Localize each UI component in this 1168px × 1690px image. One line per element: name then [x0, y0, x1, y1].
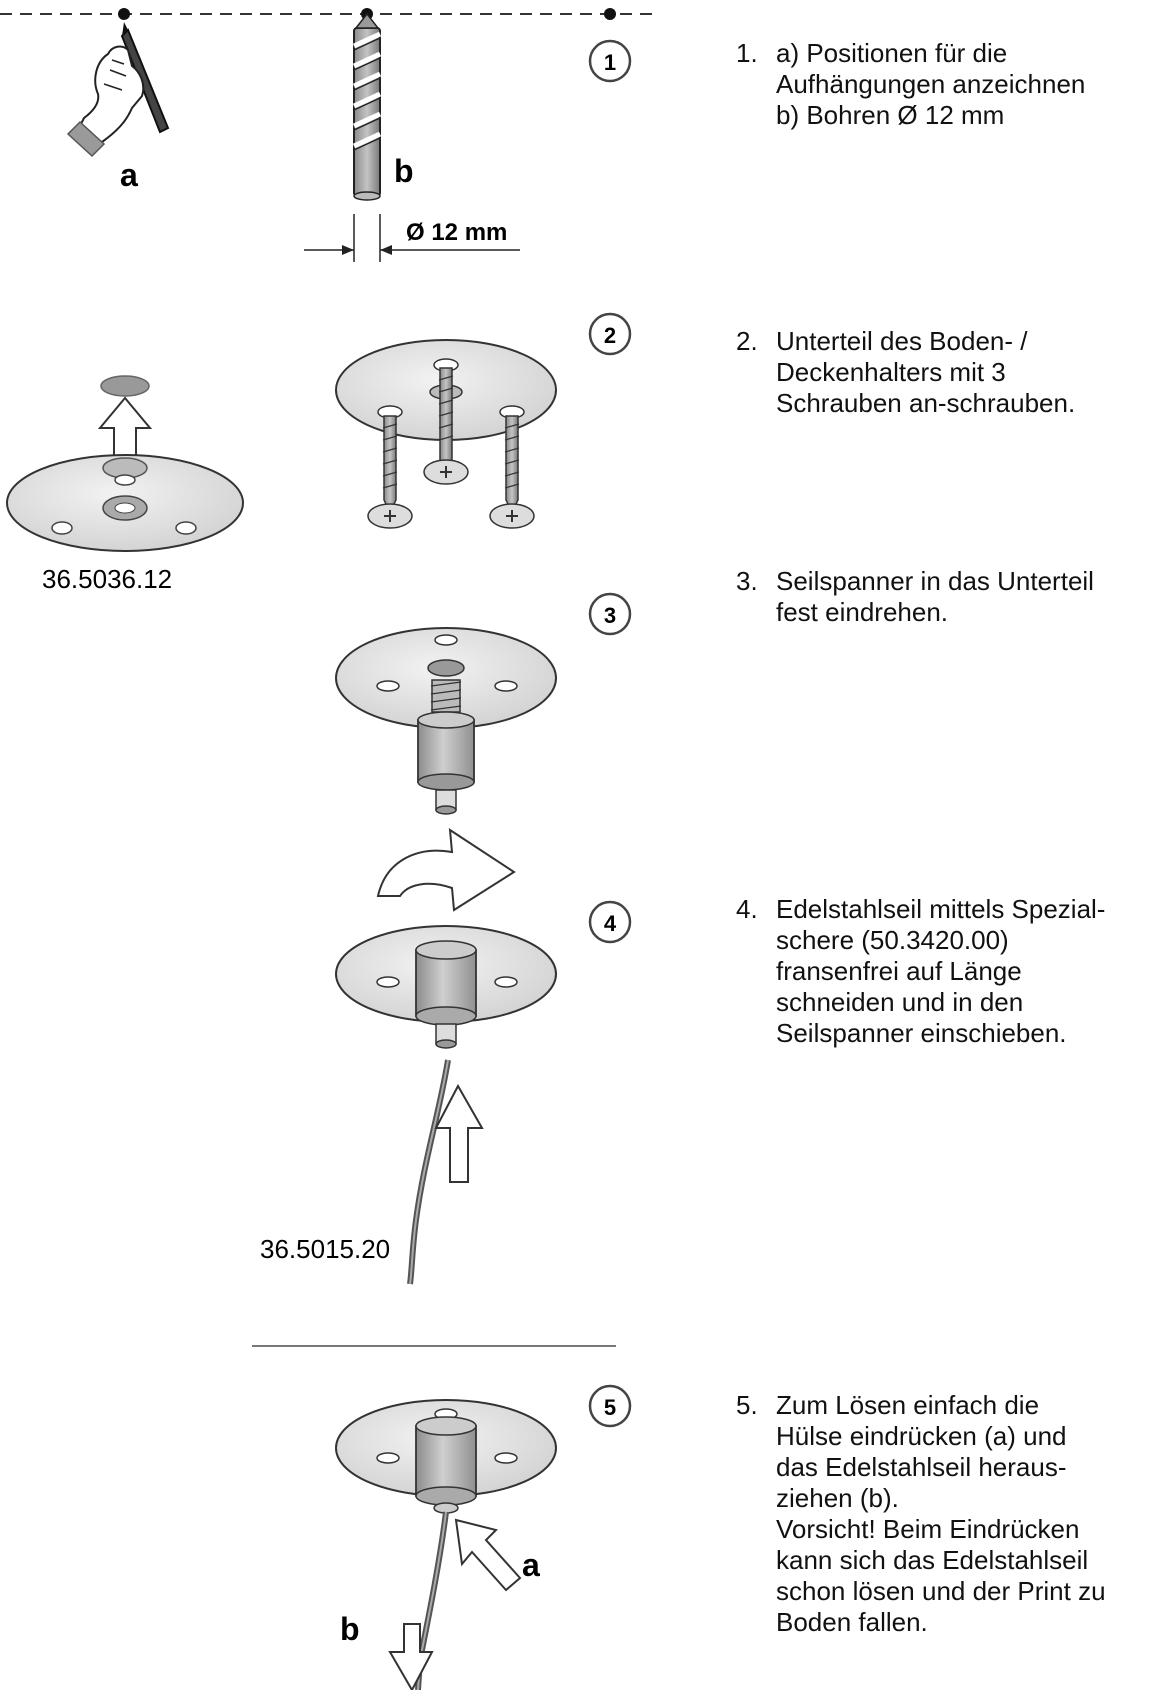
step-line: Seilspanner in das Unterteil: [776, 566, 1166, 597]
step-line: Deckenhalters mit 3: [776, 357, 1166, 388]
diameter-label: Ø 12 mm: [406, 219, 507, 246]
step-line: Boden fallen.: [776, 1607, 1166, 1638]
step1-figure: a b Ø 12 mm: [0, 8, 660, 262]
step-line: schneiden und in den: [776, 987, 1166, 1018]
step-line: fransenfrei auf Länge: [776, 956, 1166, 987]
step-line: Edelstahlseil mittels Spezial-: [776, 894, 1166, 925]
step-line: Seilspanner einschieben.: [776, 1018, 1166, 1049]
step-line: das Edelstahlseil heraus-: [776, 1452, 1166, 1483]
step-line: Hülse eindrücken (a) und: [776, 1421, 1166, 1452]
mark-point-3: [604, 8, 616, 20]
step-number: 5.: [736, 1390, 758, 1421]
step5-figure: a b: [336, 1400, 556, 1690]
label-b-pull: b: [340, 1611, 360, 1647]
hand-pencil-icon: [68, 22, 168, 156]
step-line: Aufhängungen anzeichnen: [776, 69, 1166, 100]
label-a-push: a: [522, 1547, 540, 1583]
step-number: 4.: [736, 894, 758, 925]
step-line: Zum Lösen einfach die: [776, 1390, 1166, 1421]
step-number: 1.: [736, 38, 758, 69]
step3-figure: [336, 628, 556, 814]
part-number-base: 36.5036.12: [42, 564, 172, 594]
rotate-arrow-icon: [378, 830, 514, 910]
step-line: schon lösen und der Print zu: [776, 1576, 1166, 1607]
step-badge-5: 5: [590, 1386, 630, 1426]
label-a: a: [120, 157, 138, 193]
step-badge-1: 1: [590, 41, 630, 81]
svg-text:2: 2: [604, 323, 616, 348]
step-badge-4: 4: [590, 902, 630, 942]
svg-text:3: 3: [604, 603, 616, 628]
push-arrow-icon: [456, 1520, 520, 1590]
step-number: 3.: [736, 566, 758, 597]
step-line: Unterteil des Boden- /: [776, 326, 1166, 357]
svg-text:1: 1: [604, 50, 616, 75]
step-line: schere (50.3420.00): [776, 925, 1166, 956]
step-badge-3: 3: [590, 594, 630, 634]
step-line: Vorsicht! Beim Eindrücken: [776, 1514, 1166, 1545]
step2-base-figure: 36.5036.12: [7, 376, 243, 594]
step4-figure: 36.5015.20: [260, 926, 556, 1284]
step-badge-2: 2: [590, 314, 630, 354]
label-b: b: [394, 153, 414, 189]
part-number-cable: 36.5015.20: [260, 1234, 390, 1264]
step-line: ziehen (b).: [776, 1483, 1166, 1514]
drill-bit-icon: [354, 14, 380, 200]
step-line: a) Positionen für die: [776, 38, 1166, 69]
diameter-dimension: Ø 12 mm: [304, 214, 520, 262]
step-line: b) Bohren Ø 12 mm: [776, 100, 1166, 131]
step2-screws-figure: [336, 340, 556, 528]
step-line: kann sich das Edelstahlseil: [776, 1545, 1166, 1576]
step-line: fest eindrehen.: [776, 597, 1166, 628]
step-number: 2.: [736, 326, 758, 357]
svg-text:4: 4: [604, 911, 617, 936]
mark-point-1: [118, 8, 130, 20]
svg-text:5: 5: [604, 1395, 616, 1420]
step-line: Schrauben an-schrauben.: [776, 388, 1166, 419]
